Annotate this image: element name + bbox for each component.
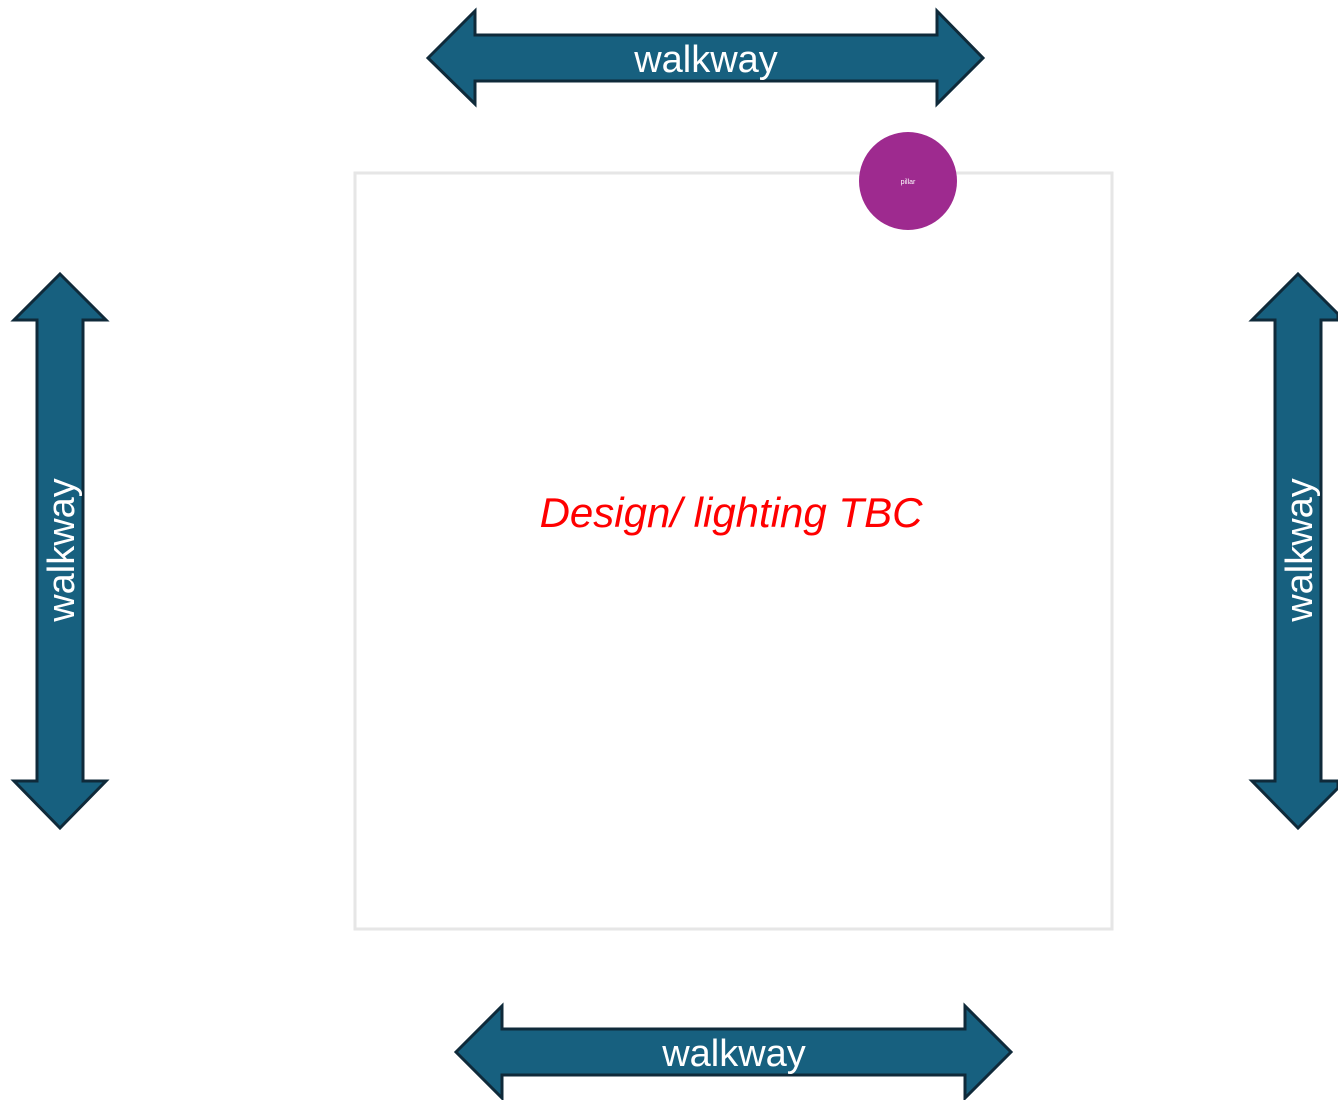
pillar: pillar <box>859 132 957 230</box>
walkway-bottom-arrow-shape <box>453 1002 1014 1100</box>
walkway-top-arrow: walkway <box>425 7 986 108</box>
walkway-bottom-arrow: walkway <box>453 1002 1014 1100</box>
walkway-left-arrow: walkway <box>10 271 110 831</box>
stand-area <box>353 171 1114 931</box>
walkway-right-label: walkway <box>1279 478 1321 623</box>
pillar-circle <box>859 132 957 230</box>
walkway-left-arrow-shape <box>10 271 110 831</box>
pillar-label: pillar <box>901 179 916 186</box>
walkway-bottom-label: walkway <box>661 1033 806 1075</box>
walkway-right-arrow-shape <box>1248 271 1338 831</box>
walkway-top-arrow-shape <box>425 7 986 108</box>
walkway-left-label: walkway <box>41 478 83 623</box>
walkway-right-arrow: walkway <box>1248 271 1338 831</box>
center-note: Design/ lighting TBC <box>540 489 924 536</box>
walkway-top-label: walkway <box>633 39 778 81</box>
